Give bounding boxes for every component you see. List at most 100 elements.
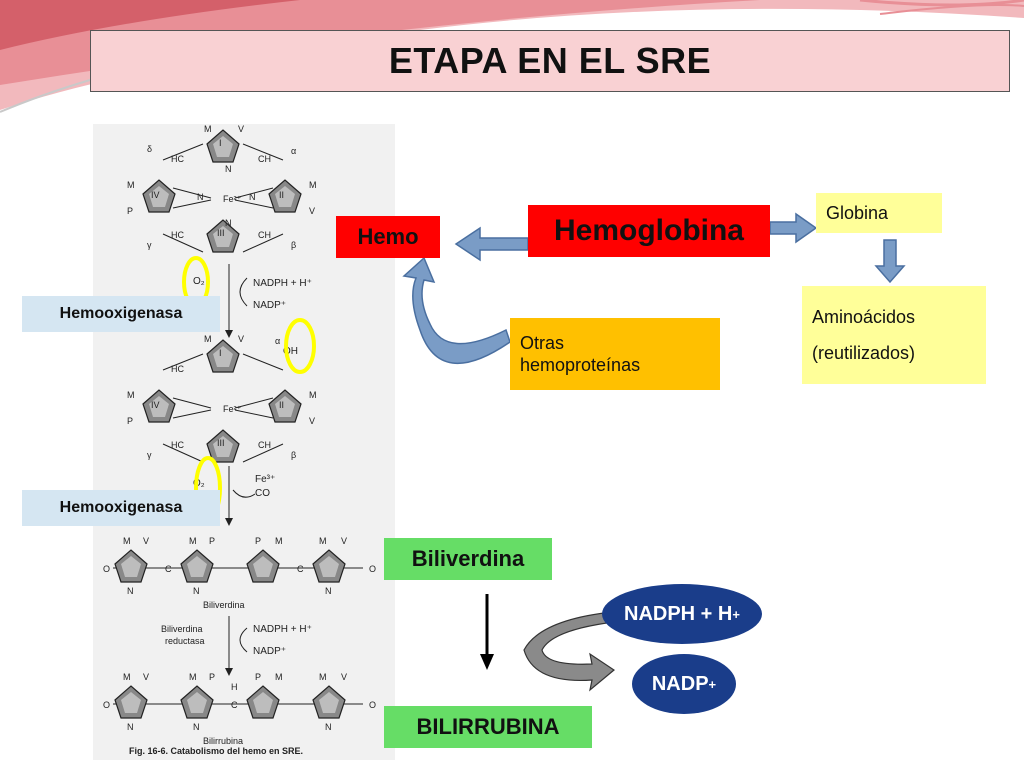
bilirrubina-caption: Bilirrubina bbox=[203, 736, 243, 746]
subst-label: HC bbox=[171, 230, 184, 240]
subst-label: P bbox=[127, 206, 133, 216]
subst-label: V bbox=[143, 672, 149, 682]
subst-label: V bbox=[238, 334, 244, 344]
globina-box: Globina bbox=[816, 193, 942, 233]
subst-label: N bbox=[197, 192, 204, 202]
ring-label: III bbox=[217, 438, 225, 448]
subst-label: HC bbox=[171, 440, 184, 450]
step3-reaction: Biliverdina reductasa NADPH + H⁺ NADP⁺ bbox=[161, 616, 312, 676]
subst-label: P bbox=[127, 416, 133, 426]
subst-label: M bbox=[319, 672, 327, 682]
subst-label: H bbox=[231, 682, 238, 692]
subst-label: O bbox=[369, 700, 376, 710]
hemooxigenasa-label-2: Hemooxigenasa bbox=[22, 490, 220, 526]
reutilizados-text: (reutilizados) bbox=[812, 343, 916, 363]
subst-label: M bbox=[189, 672, 197, 682]
hemooxigenasa-text: Hemooxigenasa bbox=[59, 499, 183, 516]
otras-to-hemo-curved-arrow bbox=[402, 256, 511, 364]
oh-highlight-ellipse bbox=[284, 318, 316, 374]
subst-label: CH bbox=[258, 230, 271, 240]
subst-label: V bbox=[143, 536, 149, 546]
greek-label: γ bbox=[147, 450, 152, 460]
subst-label: M bbox=[275, 536, 283, 546]
subst-label: M bbox=[123, 536, 131, 546]
greek-label: γ bbox=[147, 240, 152, 250]
subst-label: P bbox=[255, 672, 261, 682]
subst-label: M bbox=[309, 180, 317, 190]
porphyrin-hemo: I III IV II M V M P M V HC CH HC CH δ α … bbox=[127, 124, 317, 253]
hemooxigenasa-label-1: Hemooxigenasa bbox=[22, 296, 220, 332]
ring-label: IV bbox=[151, 190, 160, 200]
subst-label: M bbox=[127, 180, 135, 190]
subst-label: V bbox=[341, 672, 347, 682]
subst-label: M bbox=[189, 536, 197, 546]
ring-label: II bbox=[279, 400, 284, 410]
subst-label: HC bbox=[171, 364, 184, 374]
subst-label: N bbox=[225, 218, 232, 228]
subst-label: M bbox=[204, 124, 212, 134]
nadp-ellipse bbox=[632, 654, 736, 714]
reductasa-label: Biliverdina bbox=[161, 624, 203, 634]
nadph-label: NADPH + H+ bbox=[602, 600, 762, 628]
otras-text: Otras bbox=[520, 333, 565, 353]
subst-label: N bbox=[193, 722, 200, 732]
nadph-label: NADPH + H⁺ bbox=[253, 278, 312, 289]
nadph-to-nadp-curved-arrow bbox=[523, 611, 616, 692]
subst-label: V bbox=[309, 416, 315, 426]
subst-label: N bbox=[127, 586, 134, 596]
hemoglobina-box: Hemoglobina bbox=[528, 205, 770, 257]
greek-label: α bbox=[291, 146, 296, 156]
subst-label: M bbox=[319, 536, 327, 546]
hemoproteinas-text: hemoproteínas bbox=[520, 355, 641, 375]
co-label: CO bbox=[255, 488, 270, 499]
greek-label: β bbox=[291, 240, 296, 250]
subst-label: N bbox=[325, 722, 332, 732]
subst-label: C bbox=[165, 564, 172, 574]
subst-label: CH bbox=[258, 154, 271, 164]
nadp-text: NADP bbox=[651, 672, 709, 695]
nadph-ellipse bbox=[602, 584, 762, 644]
iron-label: Fe²⁺ bbox=[223, 404, 242, 414]
nadph-superscript: + bbox=[732, 606, 740, 622]
ring-label: III bbox=[217, 228, 225, 238]
biliverdina-caption: Biliverdina bbox=[203, 600, 245, 610]
subst-label: V bbox=[238, 124, 244, 134]
biliverdina-text: Biliverdina bbox=[411, 546, 525, 571]
step2-reaction: O₂ Fe³⁺ CO bbox=[193, 466, 275, 526]
hemoglobina-to-globina-arrow bbox=[769, 212, 818, 244]
subst-label: V bbox=[309, 206, 315, 216]
subst-label: C bbox=[297, 564, 304, 574]
title-box: ETAPA EN EL SRE bbox=[90, 30, 1010, 92]
biliverdina-structure: M V M P P M M V O O C C N N N Biliverdin… bbox=[103, 536, 376, 610]
ring-label: IV bbox=[151, 400, 160, 410]
nadp-superscript: + bbox=[708, 676, 717, 692]
globina-text: Globina bbox=[826, 202, 889, 223]
bilirrubina-structure: M V M P P M M V O O H C N N N Bilirrubin… bbox=[103, 672, 376, 746]
nadp-label: NADP⁺ bbox=[253, 300, 286, 311]
bilirrubina-box: BILIRRUBINA bbox=[384, 706, 592, 748]
reductasa-label: reductasa bbox=[165, 636, 205, 646]
greek-label: α bbox=[275, 336, 280, 346]
subst-label: V bbox=[341, 536, 347, 546]
subst-label: M bbox=[275, 672, 283, 682]
hemooxigenasa-text: Hemooxigenasa bbox=[59, 305, 183, 322]
figure-caption: Fig. 16-6. Catabolismo del hemo en SRE. bbox=[129, 746, 303, 756]
o2-label: O₂ bbox=[193, 276, 205, 287]
aminoacidos-text: Aminoácidos bbox=[812, 307, 916, 327]
subst-label: M bbox=[127, 390, 135, 400]
fe3-label: Fe³⁺ bbox=[255, 474, 275, 485]
greek-label: β bbox=[291, 450, 296, 460]
ring-label: I bbox=[219, 348, 222, 358]
greek-label: δ bbox=[147, 144, 152, 154]
subst-label: P bbox=[209, 672, 215, 682]
subst-label: N bbox=[325, 586, 332, 596]
bilirrubina-text: BILIRRUBINA bbox=[416, 714, 560, 739]
hemo-text: Hemo bbox=[357, 224, 419, 249]
hemoglobina-to-hemo-arrow bbox=[454, 226, 529, 262]
otras-hemoproteinas-box: Otras hemoproteínas bbox=[510, 318, 720, 390]
subst-label: O bbox=[103, 564, 110, 574]
globina-to-aminoacidos-arrow bbox=[874, 239, 906, 284]
subst-label: C bbox=[231, 700, 238, 710]
subst-label: O bbox=[103, 700, 110, 710]
